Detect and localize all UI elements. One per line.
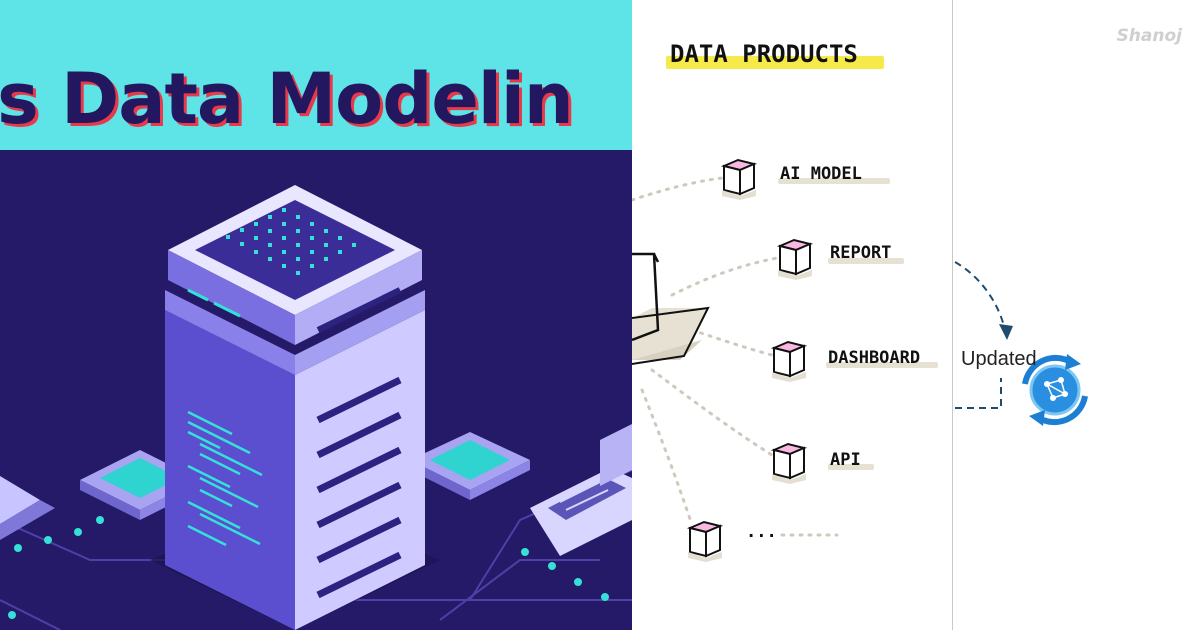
data-products-heading: DATA PRODUCTS [670,40,858,68]
update-graphics [954,261,1088,426]
data-products-diagram: DATA PRODUCTS [632,0,952,630]
circuit-nodes [8,516,609,619]
connector-lines [632,176,839,537]
laptop-icon [0,476,55,540]
ai-model-cube-icon [721,159,757,201]
isometric-scene [0,185,632,630]
product-label-ai-model: AI MODEL [780,164,862,184]
source-platform-icon [632,252,710,365]
heading-highlight [666,56,884,69]
status-updated-label: Updated [961,348,1037,370]
data-modeling-illustration: at is Data Modelin [0,0,632,630]
page-title: at is Data Modelin [0,58,574,140]
api-cube-icon [771,443,807,485]
circuit-chip-icon [410,432,530,500]
title-banner: at is Data Modelin [0,0,632,150]
product-label-report: REPORT [830,243,892,263]
more-cube-icon [687,521,723,563]
dashed-arrow-icon [954,261,1006,409]
refresh-network-icon [1022,354,1088,426]
server-tower-icon [150,185,440,630]
product-cubes [687,159,813,563]
product-label-dashboard: DASHBOARD [828,348,921,368]
product-label-more: ... [746,522,777,542]
report-cube-icon [777,239,813,281]
product-label-api: API [830,450,861,470]
dashboard-cube-icon [771,341,807,383]
laptop-icon [530,424,632,556]
watermark: Shanoj [1116,26,1182,46]
update-panel: Shanoj Updated [952,0,1200,630]
